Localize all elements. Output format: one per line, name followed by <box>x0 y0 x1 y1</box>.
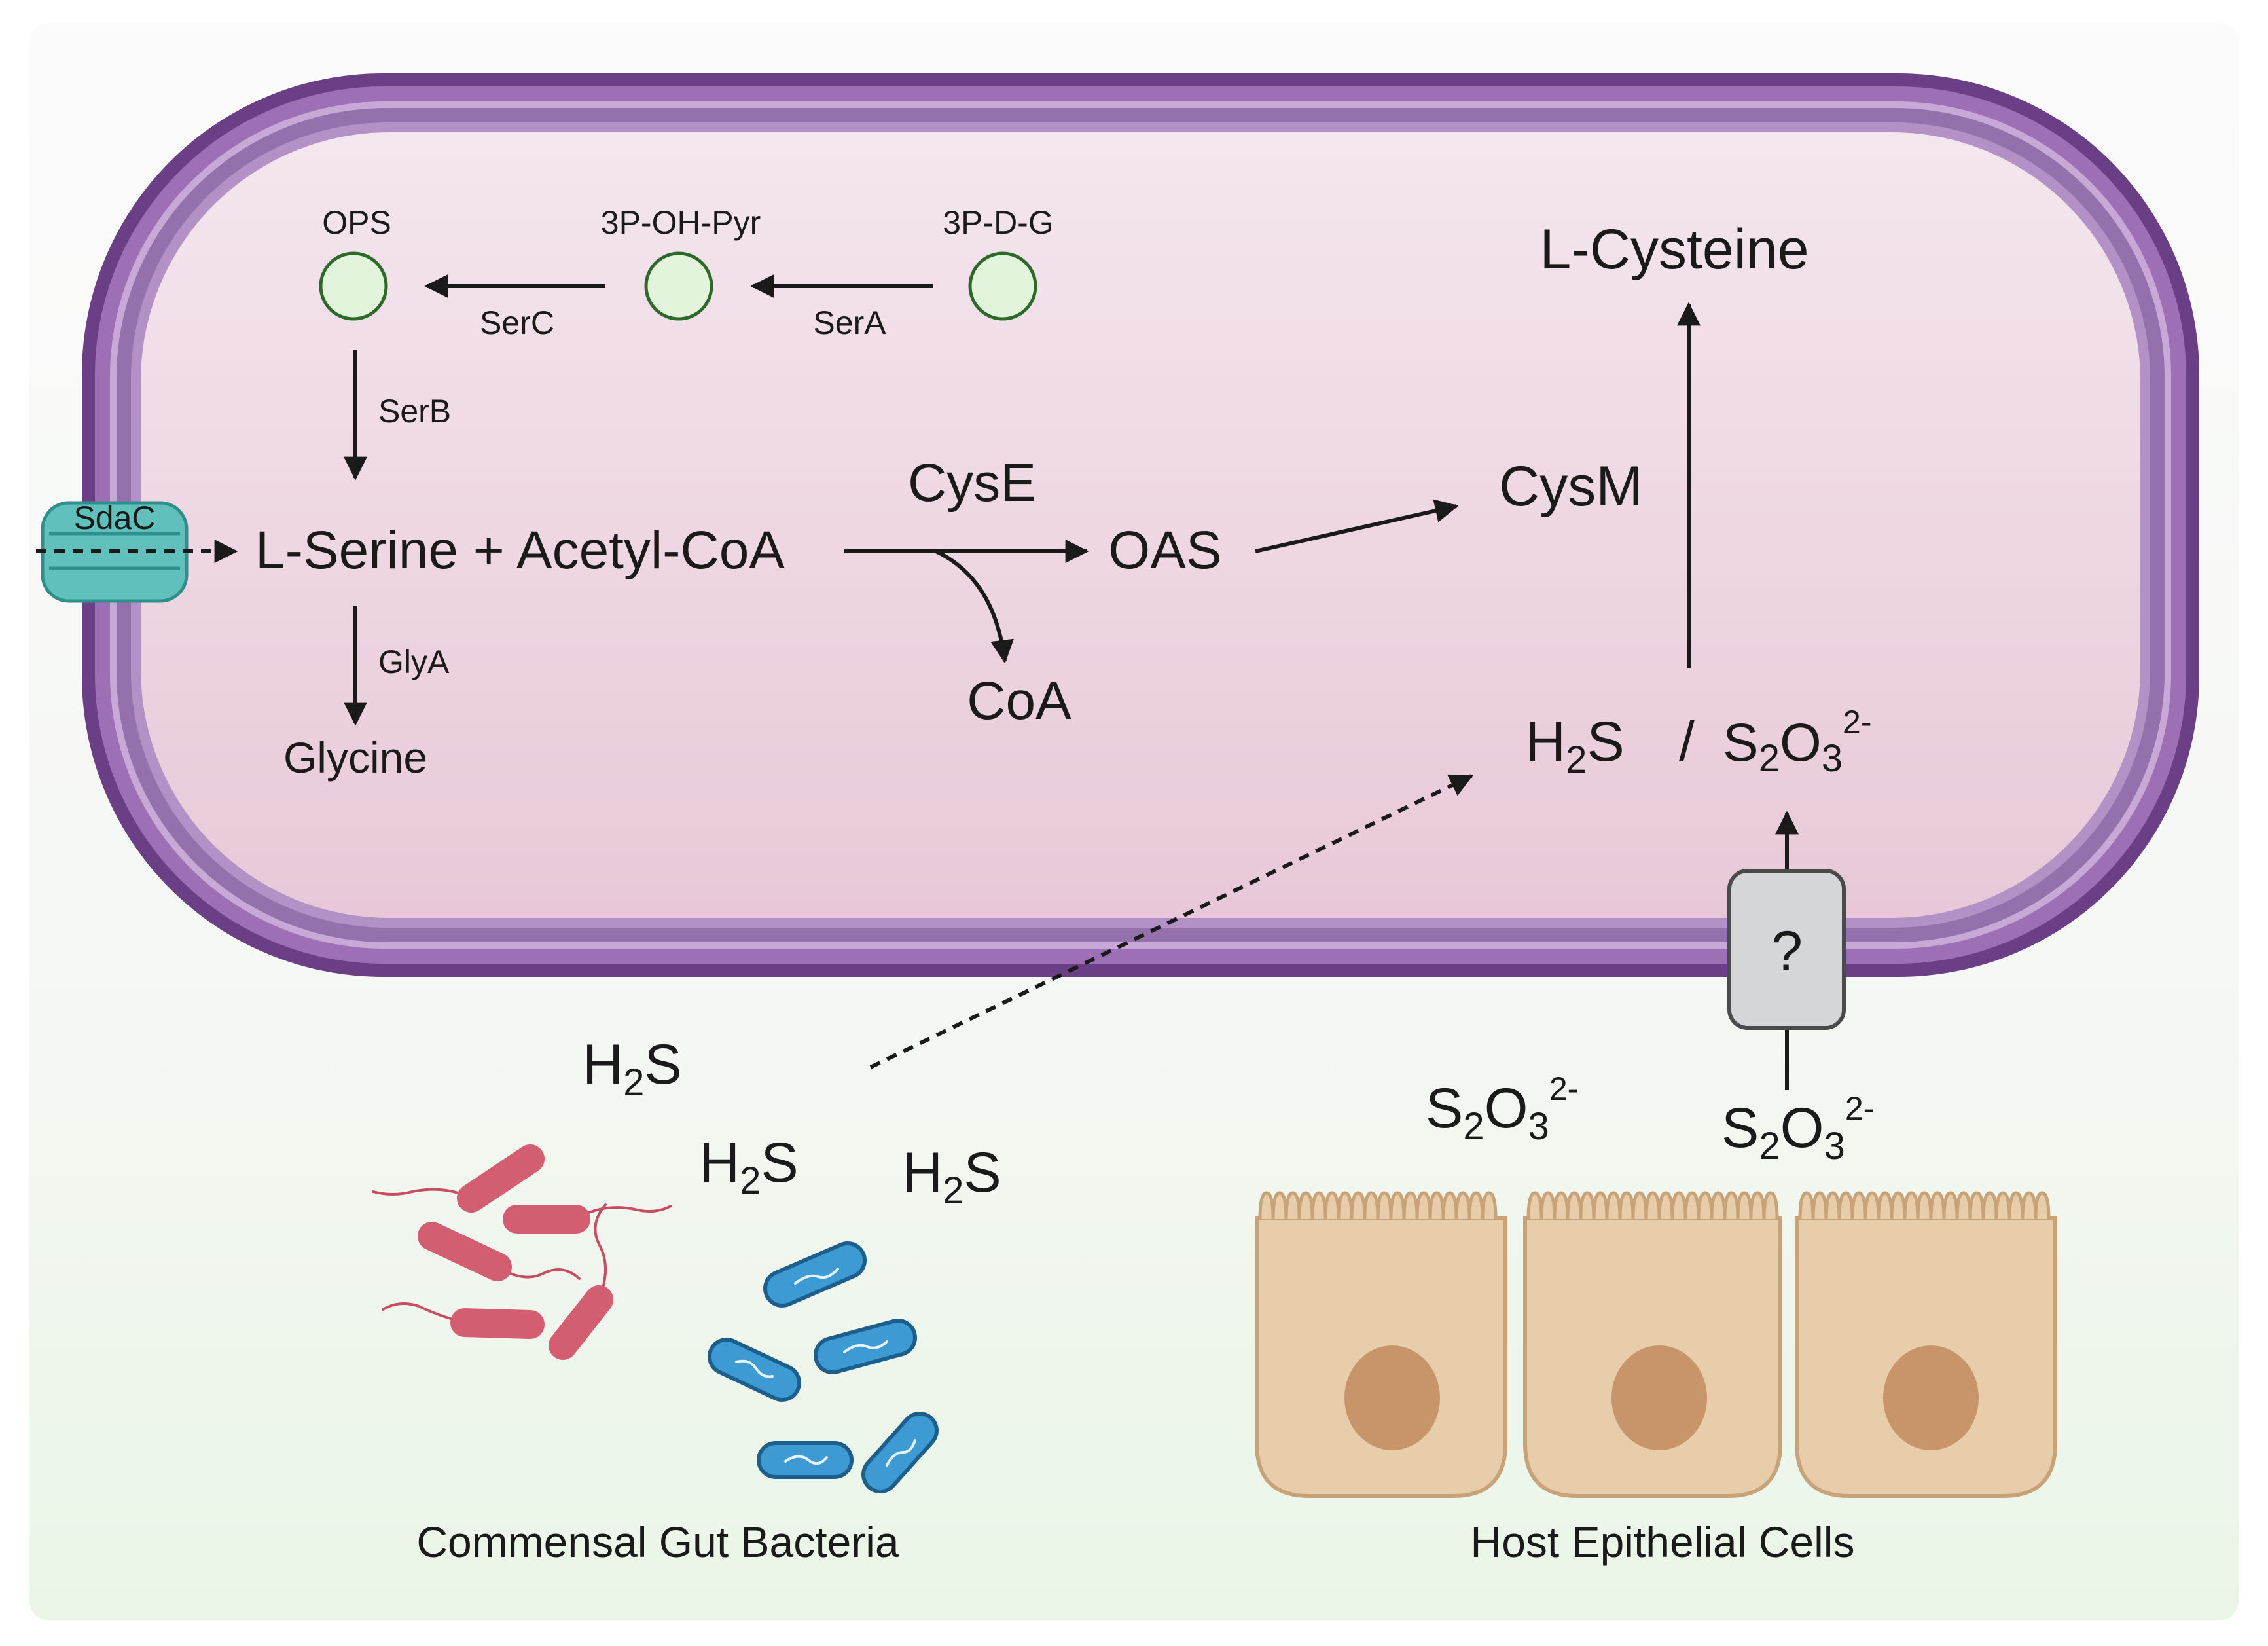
pdg-circle <box>968 251 1037 321</box>
oas-label: OAS <box>1108 521 1221 580</box>
bacteria-icon <box>757 1441 854 1479</box>
coa-label: CoA <box>967 671 1071 731</box>
cytoplasm <box>141 132 2140 918</box>
p-oh-pyr-label: 3P-OH-Pyr <box>601 204 761 241</box>
coa-release-arrow <box>935 549 1014 664</box>
bacteria-icon <box>372 1144 545 1213</box>
h2s-formula-cell: H2S <box>1525 710 1625 781</box>
red-bacteria-group <box>372 1144 672 1360</box>
serb-label: SerB <box>378 393 451 430</box>
bacteria-icon <box>382 1302 545 1339</box>
glycine-label: Glycine <box>283 733 427 782</box>
p-oh-pyr-circle <box>644 251 713 321</box>
slash-label: / <box>1679 710 1695 773</box>
nucleus-icon <box>1883 1345 1979 1450</box>
serc-label: SerC <box>480 304 554 341</box>
bacteria-icon <box>861 1412 939 1493</box>
host-epithelial-label: Host Epithelial Cells <box>1471 1518 1855 1566</box>
epithelial-cell-icon <box>1795 1191 2057 1498</box>
nucleus-icon <box>1611 1345 1707 1450</box>
blue-bacteria-group <box>708 1241 939 1493</box>
bacterial-cell <box>82 73 2199 977</box>
thiosulfate-formula-1: S2O32- <box>1426 1070 1578 1148</box>
ops-circle <box>319 251 388 321</box>
bacteria-icon <box>763 1241 867 1308</box>
l-serine-acetyl-coa-label: L-Serine + Acetyl-CoA <box>255 521 785 580</box>
intracellular-sulfur-sources: H2S / S2O32- <box>1525 704 1872 781</box>
nucleus-icon <box>1344 1345 1440 1450</box>
cysm-label: CysM <box>1499 455 1643 518</box>
pdg-label: 3P-D-G <box>943 204 1053 241</box>
h2s-formula-2: H2S <box>699 1131 799 1202</box>
h2s-formula-1: H2S <box>583 1033 682 1104</box>
h2s-uptake-arrow <box>869 774 1474 1069</box>
cyse-label: CysE <box>908 453 1036 513</box>
unknown-transporter-label: ? <box>1771 920 1803 983</box>
ops-label: OPS <box>322 204 391 241</box>
h2s-formula-3: H2S <box>902 1141 1001 1212</box>
oas-to-cysm-arrow <box>1255 499 1459 553</box>
epithelial-cell-icon <box>1523 1191 1782 1498</box>
bacteria-icon <box>418 1222 581 1281</box>
bacteria-icon <box>814 1319 917 1374</box>
bacteria-icon <box>549 1203 613 1360</box>
sera-label: SerA <box>813 304 886 341</box>
thiosulfate-formula-cell: S2O32- <box>1723 704 1872 780</box>
bacteria-icon <box>503 1205 672 1234</box>
unknown-transporter-icon <box>1727 869 1846 1030</box>
sdac-label: SdaC <box>73 500 155 536</box>
l-cysteine-label: L-Cysteine <box>1539 218 1809 281</box>
epithelial-cells <box>1255 1191 2057 1498</box>
epithelial-cell-icon <box>1255 1191 1507 1498</box>
thiosulfate-formula-2: S2O32- <box>1721 1090 1874 1167</box>
commensal-bacteria-label: Commensal Gut Bacteria <box>416 1518 899 1566</box>
bacteria-icon <box>708 1338 801 1402</box>
glya-label: GlyA <box>378 644 450 680</box>
